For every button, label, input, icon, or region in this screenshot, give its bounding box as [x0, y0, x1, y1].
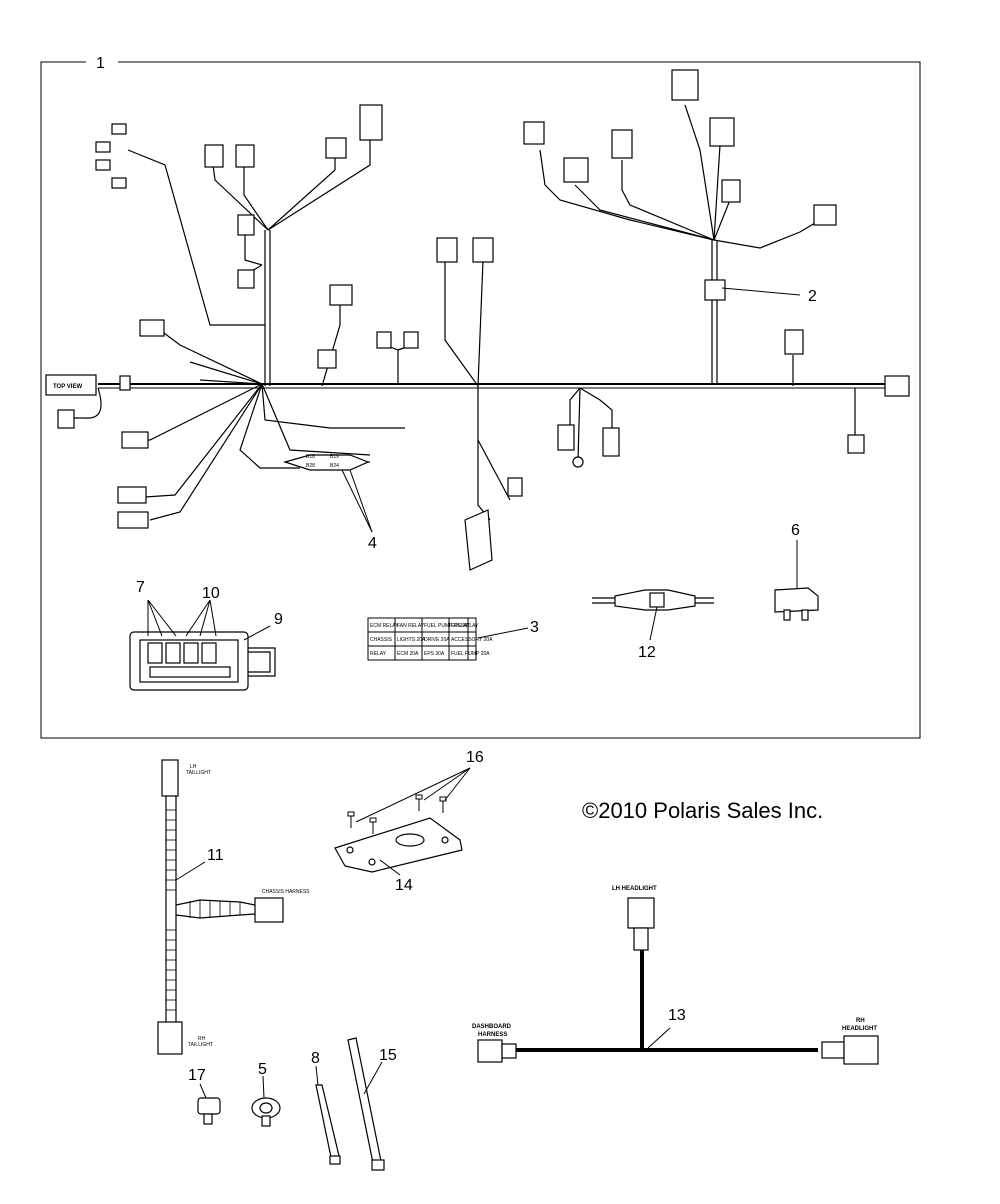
fuse-chart-r1c3: FUEL PUMP RELAY [424, 623, 470, 629]
dashboard-label-2: HARNESS [478, 1032, 507, 1038]
callout-14: 14 [395, 877, 413, 894]
fuse-chart-r3c4: FUEL PUMP 20A [451, 651, 490, 657]
fuse-tag-3: B28 [306, 463, 315, 469]
fuse-chart-r1c4: EPS RELAY [451, 623, 479, 629]
rh-headlight-label-1: RH [856, 1018, 865, 1024]
lh-taillight-label-1: LH [190, 764, 197, 770]
relay [774, 587, 819, 621]
lh-headlight-label: LH HEADLIGHT [612, 886, 657, 892]
rh-taillight-label-2: TAILLIGHT [188, 1042, 213, 1048]
callout-16: 16 [466, 749, 484, 766]
callout-13: 13 [668, 1007, 686, 1024]
fuse-chart-r1c1: ECM RELAY [370, 623, 399, 629]
callout-2: 2 [808, 288, 817, 305]
callout-5: 5 [258, 1061, 267, 1078]
fuse-tag-1: B18 [306, 454, 315, 460]
copyright-text: ©2010 Polaris Sales Inc. [582, 798, 823, 823]
fuse-chart-r3c2: ECM 20A [397, 651, 419, 657]
fuse-chart-r3c3: EPS 30A [424, 651, 445, 657]
fuse-chart-decal [367, 617, 529, 661]
callout-17: 17 [188, 1067, 206, 1084]
callout-1: 1 [96, 55, 105, 72]
callout-15: 15 [379, 1047, 397, 1064]
fuse-chart-text: ECM RELAY FAN RELAY FUEL PUMP RELAY EPS … [370, 623, 493, 657]
callout-4: 4 [368, 535, 377, 552]
fuse-chart-r3c1: RELAY [370, 651, 387, 657]
dashboard-label-1: DASHBOARD [472, 1024, 512, 1030]
fuse-chart-r2c1: CHASSIS [370, 637, 393, 643]
fuse-tag-2: B19 [330, 454, 339, 460]
cable-tie-long [347, 1037, 385, 1171]
fuse-box [129, 631, 276, 691]
callout-3: 3 [530, 619, 539, 636]
fuse-tag-4: B24 [330, 463, 339, 469]
headlight-harness [477, 897, 879, 1065]
cable-tie-short [315, 1084, 341, 1165]
callout-12: 12 [638, 644, 656, 661]
fuse-chart-r1c2: FAN RELAY [397, 623, 425, 629]
callout-6: 6 [791, 522, 800, 539]
bracket-plate [334, 817, 463, 873]
top-view-label: TOP VIEW [53, 384, 82, 390]
taillight-harness [157, 759, 284, 1055]
harness-clip [251, 1097, 281, 1127]
main-harness-connectors [45, 69, 910, 571]
main-harness [72, 104, 885, 521]
lh-taillight-label-2: TAILLIGHT [186, 770, 211, 776]
callout-11: 11 [207, 847, 224, 864]
rh-taillight-label-1: RH [198, 1036, 206, 1042]
callout-7: 7 [136, 579, 145, 596]
rh-headlight-label-2: HEADLIGHT [842, 1026, 877, 1032]
chassis-harness-label: CHASSIS HARNESS [262, 889, 310, 895]
inline-fuse [592, 589, 714, 611]
screws [347, 767, 471, 834]
fuse-chart-r2c3: DRIVE 20A [424, 637, 450, 643]
callout-8: 8 [311, 1050, 320, 1067]
push-rivet [197, 1097, 221, 1125]
fuse-chart-r2c4: ACCESSORY 20A [451, 637, 493, 643]
callout-9: 9 [274, 611, 283, 628]
callout-10: 10 [202, 585, 220, 602]
item-1-frame [40, 61, 921, 739]
fuse-chart-r2c2: LIGHTS 20A [397, 637, 426, 643]
